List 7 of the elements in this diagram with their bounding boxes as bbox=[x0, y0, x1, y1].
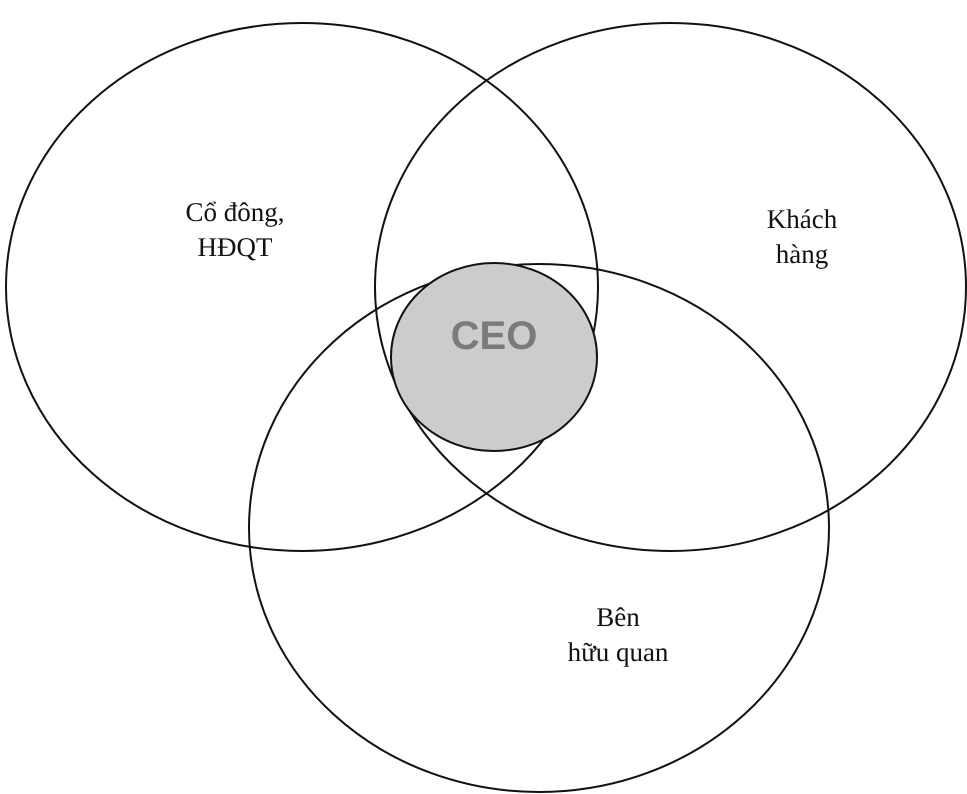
venn-ellipse bbox=[5, 22, 599, 552]
center-label: CEO bbox=[450, 313, 538, 360]
venn-ellipse bbox=[374, 22, 967, 552]
center-circle bbox=[390, 262, 598, 452]
set-label: Khách hàng bbox=[766, 202, 838, 271]
set-label: Bên hữu quan bbox=[568, 600, 668, 669]
set-label: Cổ đông, HĐQT bbox=[186, 196, 284, 264]
